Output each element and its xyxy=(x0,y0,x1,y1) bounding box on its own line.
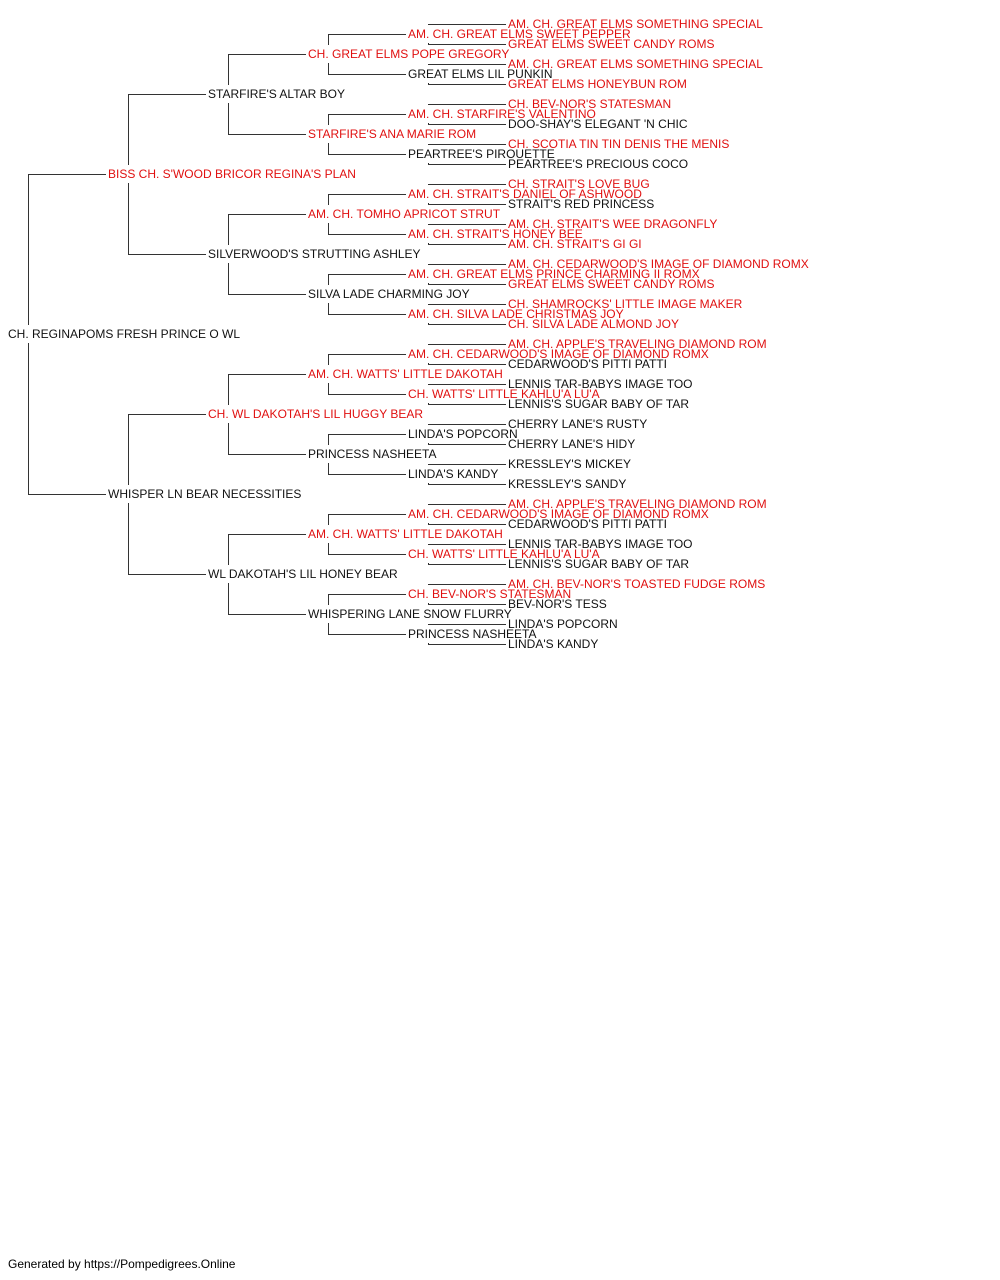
ancestor-name: GREAT ELMS HONEYBUN ROM xyxy=(508,77,687,91)
ancestor-name: BEV-NOR'S TESS xyxy=(508,597,607,611)
ancestor-name: AM. CH. STRAIT'S DANIEL OF ASHWOOD xyxy=(408,187,642,201)
ancestor-name: LENNIS'S SUGAR BABY OF TAR xyxy=(508,557,690,571)
ancestor-name: STRAIT'S RED PRINCESS xyxy=(508,197,655,211)
ancestor-name: AM. CH. GREAT ELMS SOMETHING SPECIAL xyxy=(508,17,763,31)
ancestor-name: CHERRY LANE'S HIDY xyxy=(508,437,636,451)
ancestor-name: CH. WATTS' LITTLE KAHLU'A LU'A xyxy=(408,387,600,401)
ancestor-name: PRINCESS NASHEETA xyxy=(308,447,437,461)
ancestor-name: AM. CH. STARFIRE'S VALENTINO xyxy=(408,107,596,121)
ancestor-name: AM. CH. CEDARWOOD'S IMAGE OF DIAMOND ROM… xyxy=(408,347,709,361)
ancestor-name: AM. CH. APPLE'S TRAVELING DIAMOND ROM xyxy=(508,337,767,351)
ancestor-name: AM. CH. WATTS' LITTLE DAKOTAH xyxy=(308,367,503,381)
ancestor-name: CH. SCOTIA TIN TIN DENIS THE MENIS xyxy=(508,137,730,151)
ancestor-name: STARFIRE'S ANA MARIE ROM xyxy=(308,127,477,141)
ancestor-name: CH. STRAIT'S LOVE BUG xyxy=(508,177,650,191)
ancestor-name: CHERRY LANE'S RUSTY xyxy=(508,417,648,431)
ancestor-name: CH. WATTS' LITTLE KAHLU'A LU'A xyxy=(408,547,600,561)
ancestor-name: GREAT ELMS SWEET CANDY ROMS xyxy=(508,277,715,291)
ancestor-name: PRINCESS NASHEETA xyxy=(408,627,537,641)
ancestor-name: GREAT ELMS LIL PUNKIN xyxy=(408,67,553,81)
ancestor-name: AM. CH. APPLE'S TRAVELING DIAMOND ROM xyxy=(508,497,767,511)
ancestor-name: LINDA'S POPCORN xyxy=(508,617,618,631)
ancestor-name: AM. CH. BEV-NOR'S TOASTED FUDGE ROMS xyxy=(508,577,766,591)
ancestor-name: CH. SILVA LADE ALMOND JOY xyxy=(508,317,679,331)
ancestor-name: STARFIRE'S ALTAR BOY xyxy=(208,87,345,101)
ancestor-name: CH. BEV-NOR'S STATESMAN xyxy=(508,97,672,111)
ancestor-name: AM. CH. GREAT ELMS SOMETHING SPECIAL xyxy=(508,57,763,71)
ancestor-name: AM. CH. WATTS' LITTLE DAKOTAH xyxy=(308,527,503,541)
ancestor-name: SILVA LADE CHARMING JOY xyxy=(308,287,470,301)
ancestor-name: CH. WL DAKOTAH'S LIL HUGGY BEAR xyxy=(208,407,424,421)
ancestor-name: LENNIS TAR-BABYS IMAGE TOO xyxy=(508,377,693,391)
ancestor-name: AM. CH. SILVA LADE CHRISTMAS JOY xyxy=(408,307,624,321)
ancestor-name: PEARTREE'S PRECIOUS COCO xyxy=(508,157,689,171)
ancestor-name: LINDA'S KANDY xyxy=(508,637,599,651)
ancestor-name: WHISPER LN BEAR NECESSITIES xyxy=(108,487,302,501)
ancestor-name: AM. CH. GREAT ELMS PRINCE CHARMING II RO… xyxy=(408,267,700,281)
generated-by-footer: Generated by https://Pompedigrees.Online xyxy=(8,1257,236,1271)
ancestor-name: AM. CH. STRAIT'S HONEY BEE xyxy=(408,227,583,241)
ancestor-name: GREAT ELMS SWEET CANDY ROMS xyxy=(508,37,715,51)
ancestor-name: DOO-SHAY'S ELEGANT 'N CHIC xyxy=(508,117,688,131)
ancestor-name: PEARTREE'S PIROUETTE xyxy=(408,147,555,161)
ancestor-name: CH. GREAT ELMS POPE GREGORY xyxy=(308,47,510,61)
ancestor-name: AM. CH. TOMHO APRICOT STRUT xyxy=(308,207,501,221)
ancestor-name: CH. BEV-NOR'S STATESMAN xyxy=(408,587,572,601)
ancestor-name: AM. CH. GREAT ELMS SWEET PEPPER xyxy=(408,27,631,41)
ancestor-name: AM. CH. CEDARWOOD'S IMAGE OF DIAMOND ROM… xyxy=(408,507,709,521)
ancestor-name: LINDA'S POPCORN xyxy=(408,427,518,441)
subject-name: CH. REGINAPOMS FRESH PRINCE O WL xyxy=(8,327,241,341)
ancestor-name: AM. CH. STRAIT'S GI GI xyxy=(508,237,642,251)
ancestor-name: WHISPERING LANE SNOW FLURRY xyxy=(308,607,512,621)
ancestor-name: BISS CH. S'WOOD BRICOR REGINA'S PLAN xyxy=(108,167,356,181)
ancestor-name: LINDA'S KANDY xyxy=(408,467,499,481)
ancestor-name: CH. SHAMROCKS' LITTLE IMAGE MAKER xyxy=(508,297,743,311)
ancestor-name: LENNIS TAR-BABYS IMAGE TOO xyxy=(508,537,693,551)
ancestor-name: CEDARWOOD'S PITTI PATTI xyxy=(508,517,667,531)
ancestor-name: KRESSLEY'S SANDY xyxy=(508,477,627,491)
ancestor-name: AM. CH. STRAIT'S WEE DRAGONFLY xyxy=(508,217,718,231)
ancestor-name: KRESSLEY'S MICKEY xyxy=(508,457,631,471)
ancestor-name: LENNIS'S SUGAR BABY OF TAR xyxy=(508,397,690,411)
ancestor-name: CEDARWOOD'S PITTI PATTI xyxy=(508,357,667,371)
ancestor-name: WL DAKOTAH'S LIL HONEY BEAR xyxy=(208,567,398,581)
ancestor-name: AM. CH. CEDARWOOD'S IMAGE OF DIAMOND ROM… xyxy=(508,257,809,271)
ancestor-name: SILVERWOOD'S STRUTTING ASHLEY xyxy=(208,247,421,261)
